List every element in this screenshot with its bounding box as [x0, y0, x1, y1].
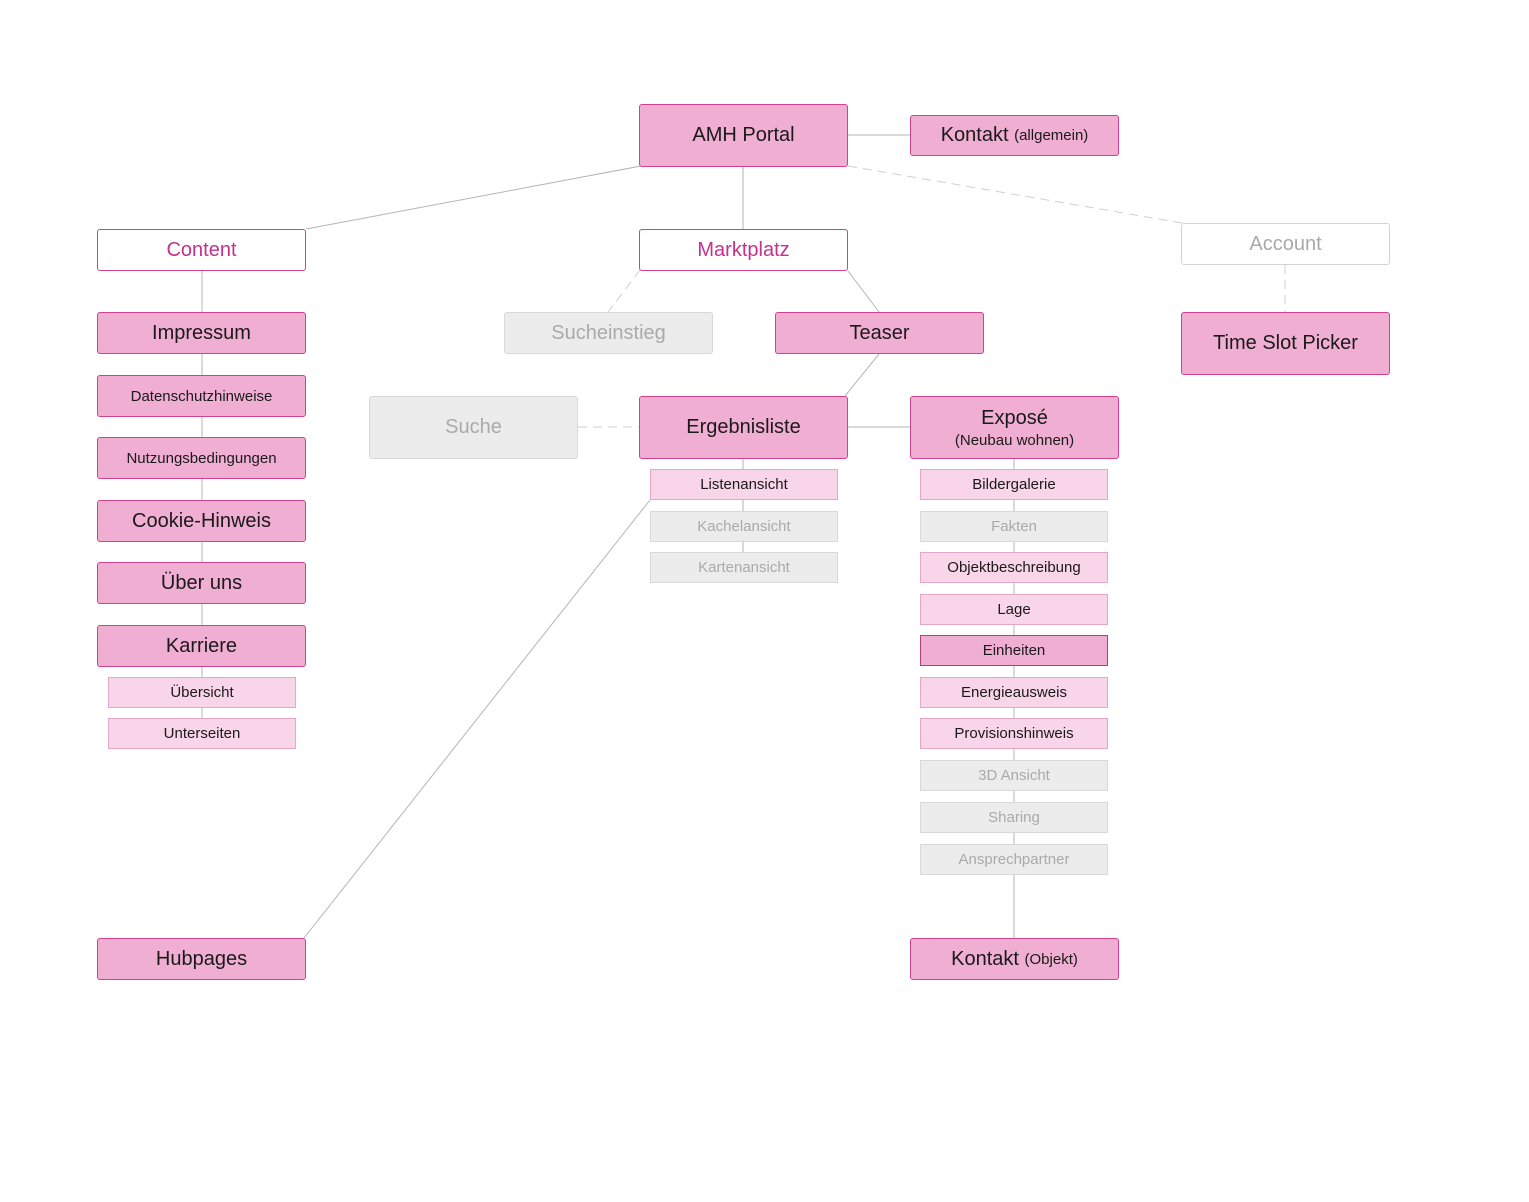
ansprechpartner-label: Ansprechpartner	[958, 851, 1070, 868]
marktplatz-label: Marktplatz	[697, 238, 790, 261]
impressum-node[interactable]: Impressum	[97, 312, 306, 354]
expose-label: Exposé	[981, 406, 1048, 429]
connector-portal-content	[305, 165, 642, 230]
ueber-uns-label: Über uns	[160, 571, 243, 594]
hubpages-node[interactable]: Hubpages	[97, 938, 306, 980]
cookie-hinweis-label: Cookie-Hinweis	[132, 509, 271, 532]
listenansicht-label: Listenansicht	[700, 476, 788, 493]
sharing-node[interactable]: Sharing	[920, 802, 1108, 833]
kartenansicht-label: Kartenansicht	[698, 559, 790, 576]
nutzungsbedingungen-label: Nutzungsbedingungen	[126, 449, 277, 467]
einheiten-node[interactable]: Einheiten	[920, 635, 1108, 666]
kontakt-allgemein-qualifier: (allgemein)	[1014, 127, 1089, 144]
bildergalerie-node[interactable]: Bildergalerie	[920, 469, 1108, 500]
marktplatz-node[interactable]: Marktplatz	[639, 229, 848, 271]
kontakt-objekt-node[interactable]: Kontakt (Objekt)	[910, 938, 1119, 980]
energieausweis-node[interactable]: Energieausweis	[920, 677, 1108, 708]
expose-qualifier: (Neubau wohnen)	[954, 431, 1075, 449]
kontakt-allgemein-label: Kontakt	[940, 124, 1009, 146]
suche-label: Suche	[445, 416, 502, 438]
listenansicht-node[interactable]: Listenansicht	[650, 469, 838, 500]
objektbeschreibung-node[interactable]: Objektbeschreibung	[920, 552, 1108, 583]
hubpages-label: Hubpages	[155, 947, 248, 970]
provisionshinweis-node[interactable]: Provisionshinweis	[920, 718, 1108, 749]
connector-listenansicht-hubpages	[303, 499, 651, 939]
energieausweis-label: Energieausweis	[961, 684, 1067, 701]
unterseiten-node[interactable]: Unterseiten	[108, 718, 296, 749]
connector-teaser-ergebnisliste	[844, 353, 880, 397]
connector-portal-account	[847, 165, 1183, 224]
amh-portal-label: AMH Portal	[692, 124, 795, 146]
kontakt-objekt-label: Kontakt	[951, 947, 1019, 970]
cookie-hinweis-node[interactable]: Cookie-Hinweis	[97, 500, 306, 542]
kontakt-allgemein-node[interactable]: Kontakt (allgemein)	[910, 115, 1119, 156]
karriere-node[interactable]: Karriere	[97, 625, 306, 667]
content-node[interactable]: Content	[97, 229, 306, 271]
time-slot-picker-node[interactable]: Time Slot Picker	[1181, 312, 1390, 375]
ansprechpartner-node[interactable]: Ansprechpartner	[920, 844, 1108, 875]
ergebnisliste-label: Ergebnisliste	[686, 416, 801, 438]
kartenansicht-node[interactable]: Kartenansicht	[650, 552, 838, 583]
objektbeschreibung-label: Objektbeschreibung	[947, 559, 1081, 576]
uebersicht-label: Übersicht	[170, 684, 234, 701]
fakten-label: Fakten	[991, 518, 1037, 535]
lage-label: Lage	[997, 601, 1031, 618]
bildergalerie-label: Bildergalerie	[972, 476, 1056, 493]
teaser-label: Teaser	[849, 321, 910, 344]
sucheinstieg-node[interactable]: Sucheinstieg	[504, 312, 713, 354]
kontakt-objekt-qualifier: (Objekt)	[1024, 950, 1078, 968]
einheiten-label: Einheiten	[982, 642, 1046, 659]
uebersicht-node[interactable]: Übersicht	[108, 677, 296, 708]
lage-node[interactable]: Lage	[920, 594, 1108, 625]
account-label: Account	[1249, 232, 1322, 255]
suche-node[interactable]: Suche	[369, 396, 578, 459]
connector-marktplatz-sucheinstieg	[607, 269, 641, 313]
provisionshinweis-label: Provisionshinweis	[954, 725, 1074, 742]
teaser-node[interactable]: Teaser	[775, 312, 984, 354]
ueber-uns-node[interactable]: Über uns	[97, 562, 306, 604]
kachelansicht-node[interactable]: Kachelansicht	[650, 511, 838, 542]
datenschutz-node[interactable]: Datenschutzhinweise	[97, 375, 306, 417]
expose-node[interactable]: Exposé (Neubau wohnen)	[910, 396, 1119, 459]
content-label: Content	[166, 238, 237, 261]
connector-marktplatz-teaser	[847, 270, 880, 313]
impressum-label: Impressum	[152, 321, 251, 344]
amh-portal-node[interactable]: AMH Portal	[639, 104, 848, 167]
nutzungsbedingungen-node[interactable]: Nutzungsbedingungen	[97, 437, 306, 479]
fakten-node[interactable]: Fakten	[920, 511, 1108, 542]
karriere-label: Karriere	[165, 634, 238, 657]
account-node[interactable]: Account	[1181, 223, 1390, 265]
datenschutz-label: Datenschutzhinweise	[130, 387, 273, 405]
sucheinstieg-label: Sucheinstieg	[551, 321, 666, 344]
sharing-label: Sharing	[988, 809, 1040, 826]
unterseiten-label: Unterseiten	[163, 725, 241, 742]
3d-ansicht-node[interactable]: 3D Ansicht	[920, 760, 1108, 791]
3d-ansicht-label: 3D Ansicht	[978, 767, 1050, 784]
kachelansicht-label: Kachelansicht	[697, 518, 791, 535]
ergebnisliste-node[interactable]: Ergebnisliste	[639, 396, 848, 459]
time-slot-picker-label: Time Slot Picker	[1213, 332, 1358, 354]
